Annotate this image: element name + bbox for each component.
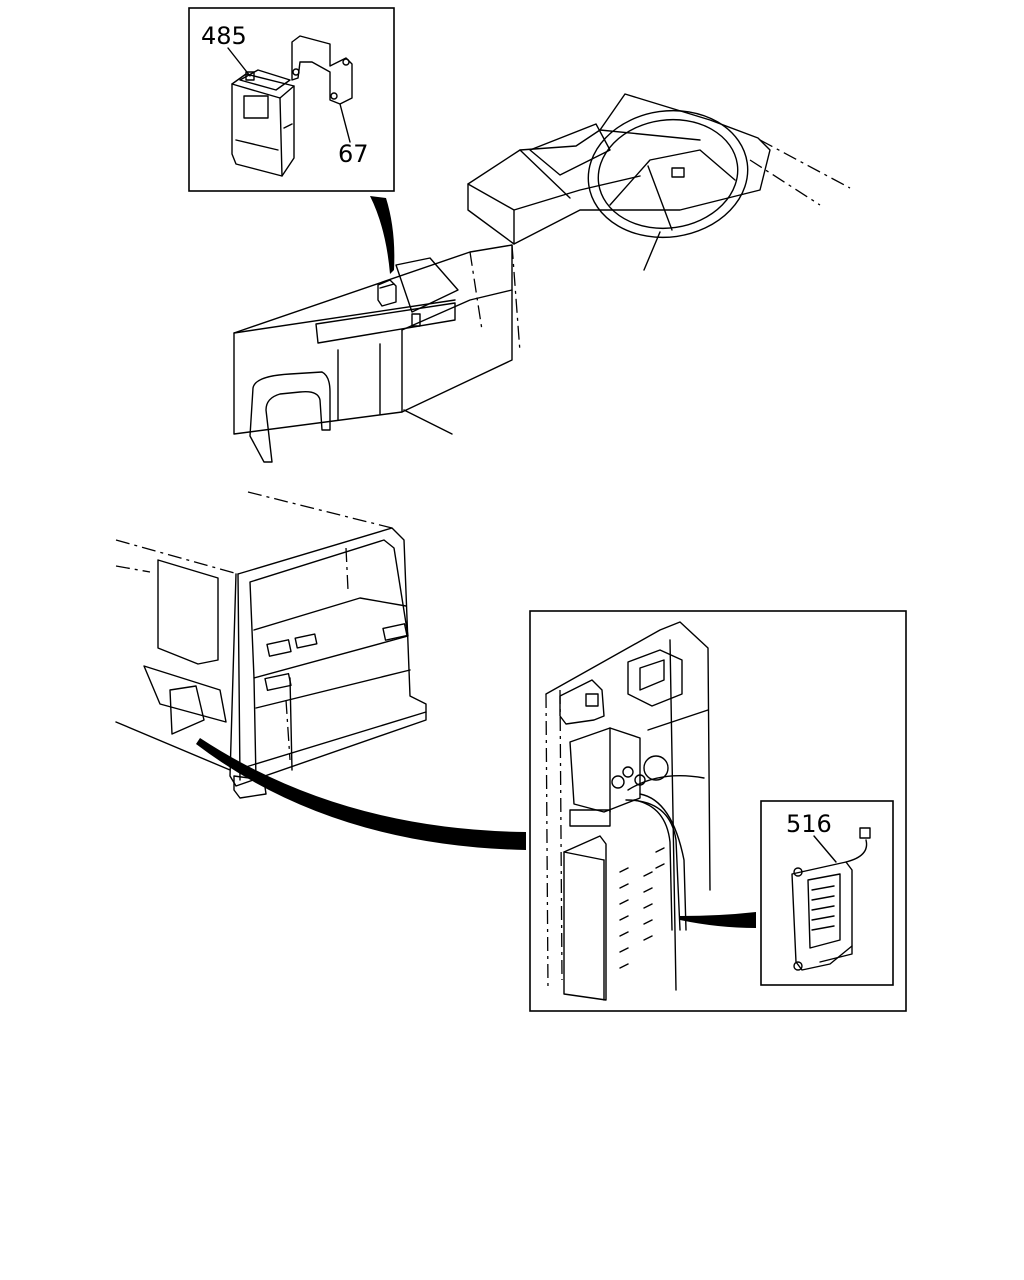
cab-exterior	[115, 491, 427, 799]
detail-box-485-67: 485 67	[188, 7, 395, 192]
meter-unit	[231, 69, 295, 177]
leader-arrow-516	[680, 912, 756, 928]
dashboard-assembly	[233, 93, 851, 463]
meter-on-dash	[377, 279, 397, 307]
callout-485: 485	[201, 22, 247, 50]
detail-box-516: 516	[760, 800, 894, 986]
callout-67: 67	[338, 140, 369, 168]
fuse-terminals	[619, 847, 665, 969]
callout-516: 516	[786, 810, 832, 838]
circuit-board	[791, 827, 871, 971]
leader-arrow-junction	[196, 738, 526, 850]
steering-wheel	[587, 109, 749, 271]
leader-arrow-485	[370, 196, 395, 274]
